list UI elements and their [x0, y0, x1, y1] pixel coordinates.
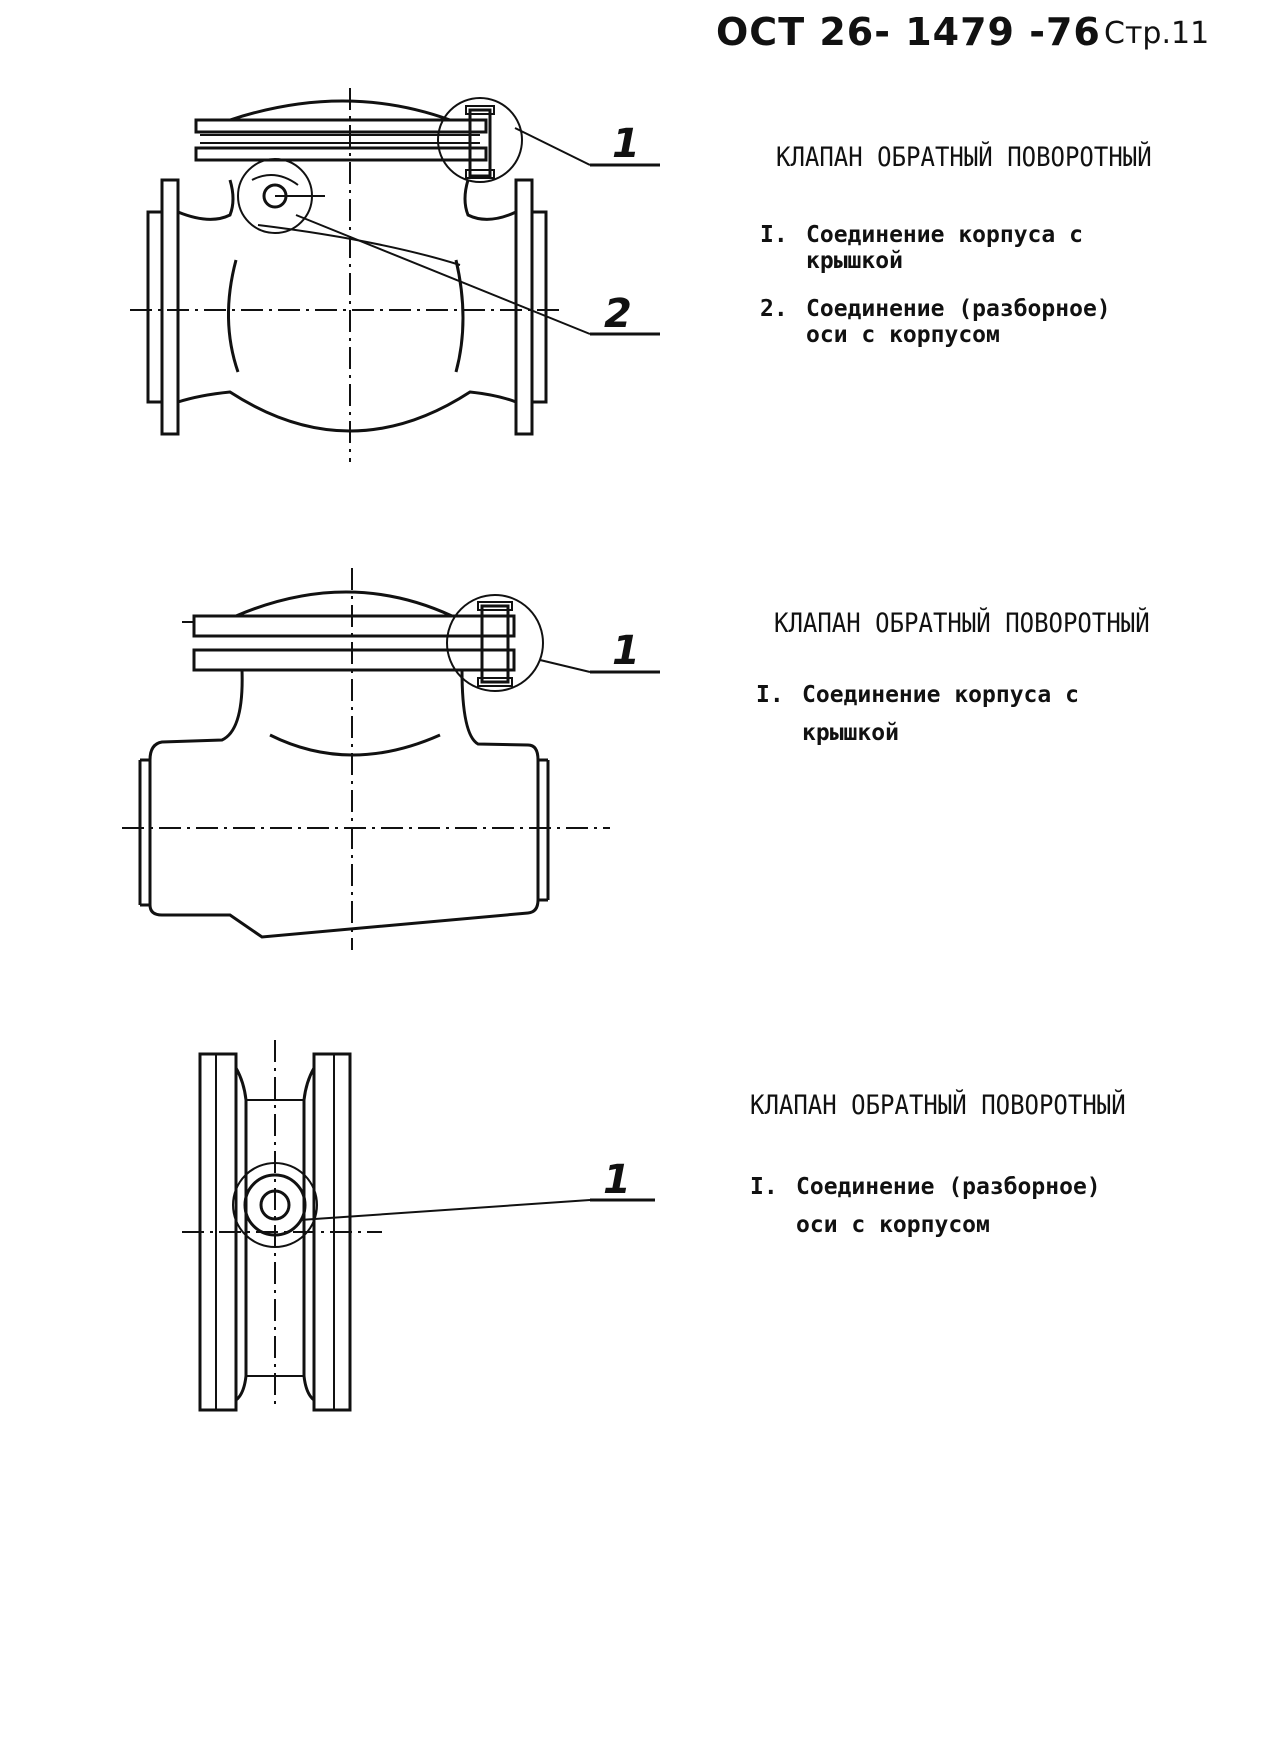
section-1-item-1: I. Соединение корпуса с крышкой — [760, 222, 1083, 274]
standard-number: ОСТ 26- 1479 -76 — [716, 10, 1101, 54]
item-text-line-1: Соединение (разборное) — [796, 1174, 1101, 1200]
callout-1-drawing-3: 1 — [603, 1157, 631, 1203]
section-1-item-2: 2. Соединение (разборное) оси с корпусом — [760, 296, 1111, 348]
item-text-line-1: Соединение корпуса с — [802, 682, 1079, 708]
item-number: I. — [756, 682, 784, 708]
section-2-title: КЛАПАН ОБРАТНЫЙ ПОВОРОТНЫЙ — [774, 608, 1150, 639]
item-text-line-2: крышкой — [802, 720, 899, 746]
item-text-line-2: оси с корпусом — [796, 1212, 990, 1238]
item-text-line-1: Соединение корпуса с — [806, 222, 1083, 248]
section-1-title: КЛАПАН ОБРАТНЫЙ ПОВОРОТНЫЙ — [776, 142, 1152, 173]
valve-drawing-2 — [122, 568, 660, 950]
page-number: Стр.11 — [1104, 16, 1210, 51]
item-number: I. — [760, 222, 788, 248]
callout-1-drawing-1: 1 — [612, 121, 640, 167]
item-number: I. — [750, 1174, 778, 1200]
item-text-line-1: Соединение (разборное) — [806, 296, 1111, 322]
callout-1-drawing-2: 1 — [612, 628, 640, 674]
item-number: 2. — [760, 296, 788, 322]
valve-drawing-1 — [130, 88, 660, 462]
section-3-item-1: I. Соединение (разборное) оси с корпусом — [750, 1168, 1101, 1244]
item-text-line-2: оси с корпусом — [806, 322, 1000, 348]
section-3-title: КЛАПАН ОБРАТНЫЙ ПОВОРОТНЫЙ — [750, 1090, 1126, 1121]
callout-2-drawing-1: 2 — [604, 291, 632, 337]
section-2-item-1: I. Соединение корпуса с крышкой — [756, 676, 1079, 752]
valve-drawing-3 — [182, 1040, 655, 1412]
item-text-line-2: крышкой — [806, 248, 903, 274]
